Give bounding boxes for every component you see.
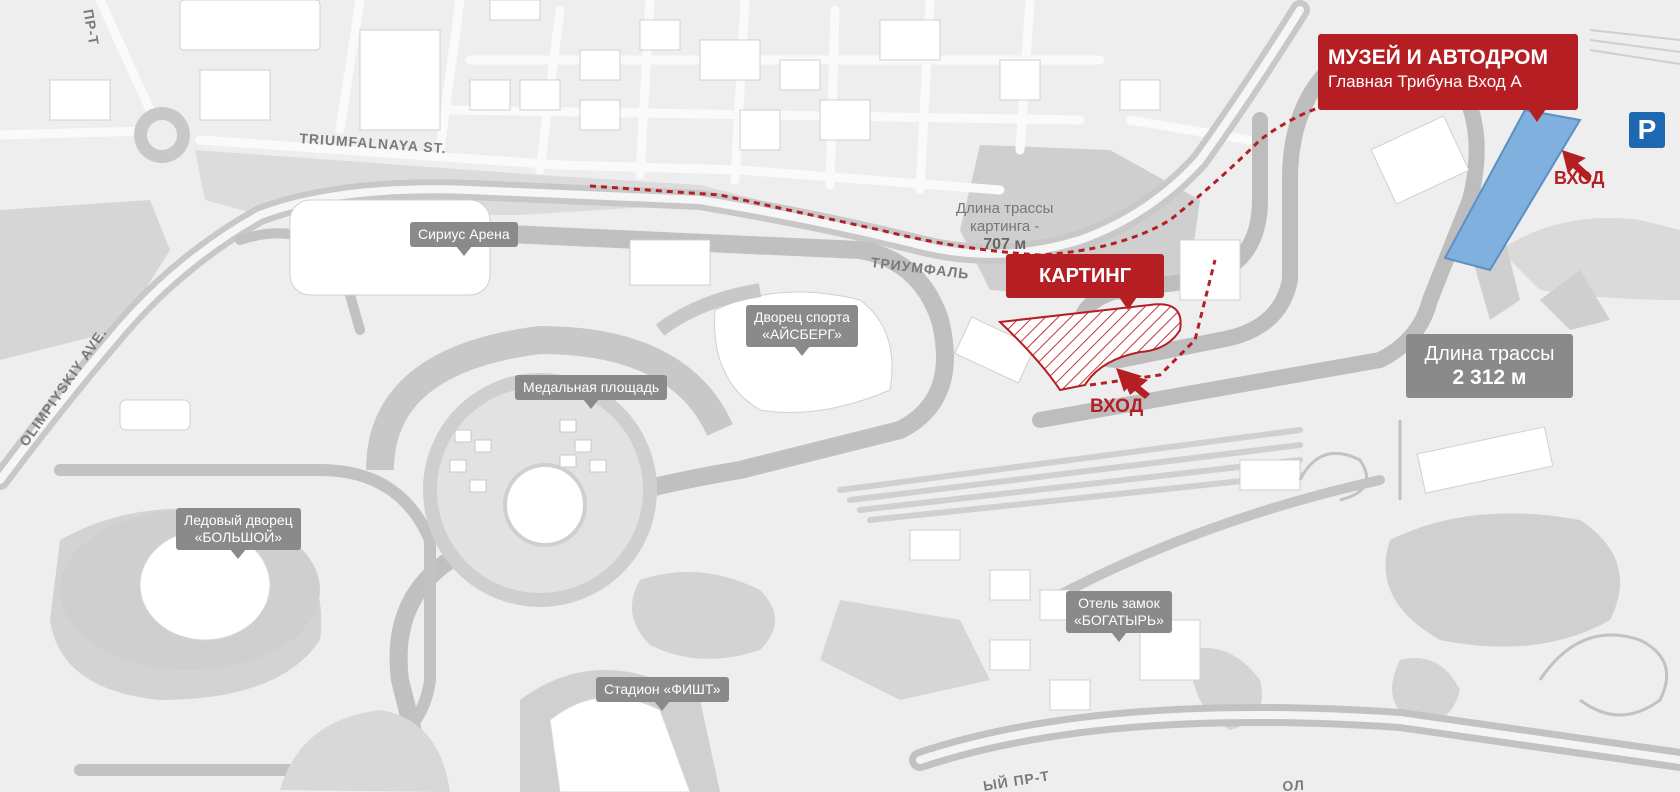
circuit-length-box: Длина трассы 2 312 м [1406, 334, 1573, 398]
medal-plaza-ring [366, 325, 733, 607]
karting-label: КАРТИНГ [1038, 265, 1132, 287]
venue-name: Медальная площадь [523, 379, 660, 395]
museum-entrance-label: ВХОД [1554, 168, 1605, 188]
museum-subtitle: Главная Трибуна Вход А [1328, 72, 1522, 91]
roundabout [134, 107, 190, 163]
venue-name: Дворец спорта [754, 309, 850, 325]
museum-marker[interactable]: МУЗЕЙ И АВТОДРОМ Главная Трибуна Вход А [1318, 34, 1578, 122]
main-tribune [1443, 108, 1582, 272]
circuit-length-label: Длина трассы [1424, 343, 1555, 365]
venue-name-quoted: «БОГАТЫРЬ» [1074, 612, 1164, 628]
venue-callout-fisht[interactable]: Стадион «ФИШТ» [596, 677, 729, 711]
venue-callout-medal-plaza[interactable]: Медальная площадь [515, 375, 668, 409]
venue-callout-bogatyr[interactable]: Отель замок «БОГАТЫРЬ» [1066, 591, 1172, 642]
venue-name-quoted: «БОЛЬШОЙ» [194, 529, 283, 545]
venue-callout-sirius-arena[interactable]: Сириус Арена [410, 222, 518, 256]
street-label-bottom-right: ОЛ [1282, 776, 1306, 792]
theme-park [1298, 420, 1669, 717]
karting-length-line2: картинга - [969, 218, 1040, 235]
karting-length-line1: Длина трассы [956, 200, 1054, 217]
parking-sign-icon[interactable]: P [1629, 112, 1665, 148]
iceberg-arc [655, 283, 762, 336]
venue-name: Сириус Арена [418, 226, 510, 242]
karting-marker[interactable]: КАРТИНГ [1006, 254, 1164, 310]
museum-title: МУЗЕЙ И АВТОДРОМ [1328, 46, 1548, 69]
venue-name: Ледовый дворец [184, 512, 293, 528]
circuit-length-value: 2 312 м [1452, 366, 1527, 389]
arrow-icon [1116, 150, 1592, 399]
railway [1589, 29, 1680, 65]
venue-name: Отель замок [1078, 595, 1160, 611]
venue-callout-bolshoy[interactable]: Ледовый дворец «БОЛЬШОЙ» [176, 508, 301, 559]
karting-entrance-label: ВХОД [1090, 396, 1144, 417]
karting-track-length: Длина трассы картинга - 707 м [956, 200, 1053, 254]
venue-name: Стадион «ФИШТ» [604, 681, 721, 697]
karting-length-value: 707 м [983, 236, 1027, 253]
venue-callout-iceberg[interactable]: Дворец спорта «АЙСБЕРГ» [746, 305, 858, 356]
venue-name-quoted: «АЙСБЕРГ» [762, 326, 842, 342]
karting-area [997, 303, 1182, 392]
lower-stadium [280, 710, 450, 792]
